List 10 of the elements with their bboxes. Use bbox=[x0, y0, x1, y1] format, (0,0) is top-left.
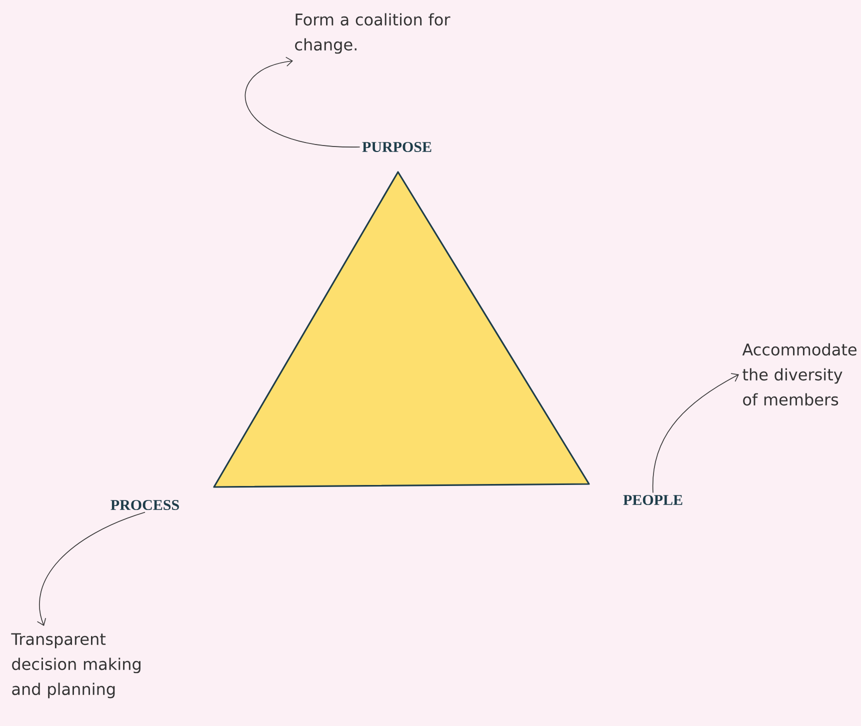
curved-arrow bbox=[36, 512, 146, 626]
corner-label: PURPOSE bbox=[362, 142, 432, 152]
corner-label: PROCESS bbox=[110, 500, 179, 510]
note-text: Transparent decision making and planning bbox=[11, 633, 140, 698]
corner-label: PEOPLE bbox=[623, 494, 682, 506]
triangle bbox=[213, 171, 590, 488]
curved-arrow bbox=[244, 56, 360, 148]
note-text: Form a coalition for change. bbox=[295, 13, 450, 54]
note-text: Accommodate the diversity of members bbox=[742, 343, 856, 406]
curved-arrow bbox=[652, 373, 740, 494]
